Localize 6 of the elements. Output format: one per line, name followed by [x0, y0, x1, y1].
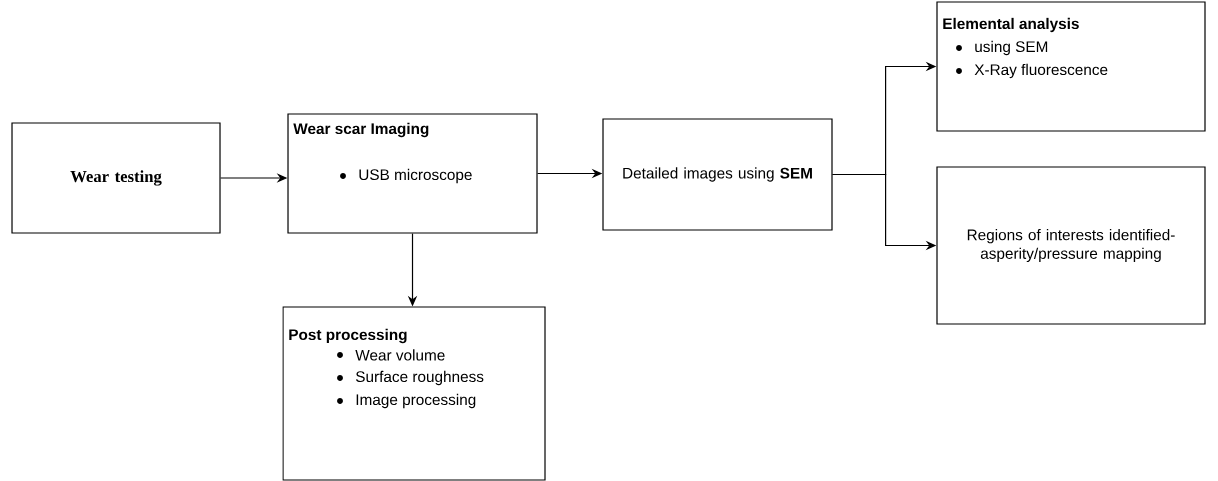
- process-box: Wear testing: [11, 122, 221, 234]
- process-box: Detailed images using SEM: [602, 118, 833, 231]
- process-box: Elemental analysis using SEM X-Ray fluorescence: [936, 1, 1206, 132]
- process-box: Wear scar Imaging USB microscope: [287, 113, 538, 234]
- process-box: Regions of interests identified- asperity/pressure mapping: [936, 166, 1206, 325]
- process-box: Post processing Wear volume Surface roughness Image processing: [282, 306, 546, 481]
